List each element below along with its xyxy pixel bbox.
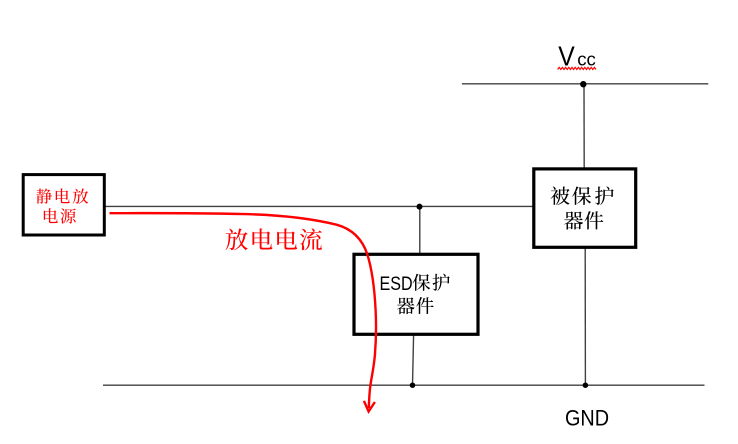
svg-text:ESD: ESD xyxy=(380,273,413,295)
svg-text:cc: cc xyxy=(577,49,596,70)
svg-text:V: V xyxy=(558,41,575,72)
svg-text:GND: GND xyxy=(565,405,609,430)
